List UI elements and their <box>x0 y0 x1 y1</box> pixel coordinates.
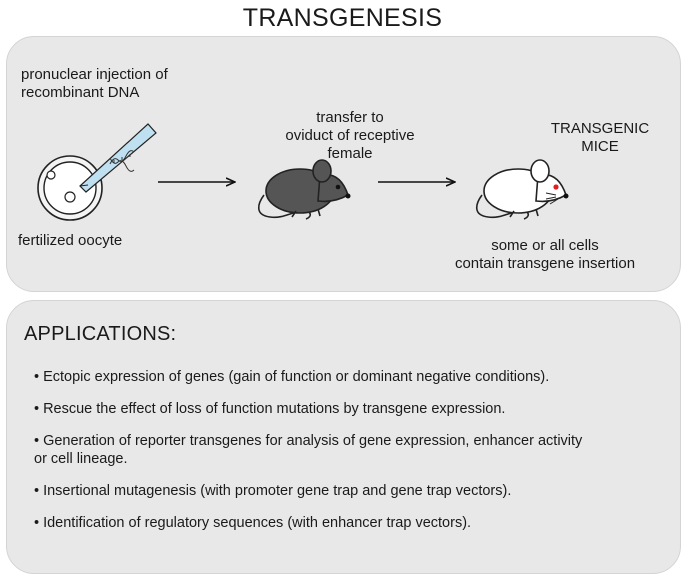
applications-heading: APPLICATIONS: <box>24 323 177 345</box>
injection-label-line: recombinant DNA <box>21 84 140 101</box>
pipette-icon <box>79 123 157 193</box>
process-diagram <box>37 123 569 221</box>
oocyte-icon <box>37 155 103 221</box>
list-item-text: Rescue the effect of loss of function mu… <box>43 401 506 417</box>
injection-label-line: pronuclear injection of <box>21 66 168 83</box>
mice-label-line: MICE <box>581 138 619 155</box>
dna-icon <box>109 150 135 172</box>
list-item-text: Identification of regulatory sequences (… <box>43 515 472 531</box>
list-item-text: Generation of reporter transgenes for an… <box>43 433 583 449</box>
transfer-label-line: transfer to <box>316 109 384 126</box>
mice-label-line: TRANSGENIC <box>550 120 650 137</box>
transfer-label-line: female <box>327 145 373 162</box>
applications-list: •Ectopic expression of genes (gain of fu… <box>34 368 674 546</box>
bullet: • <box>34 483 40 499</box>
transgenic-mouse-icon <box>475 159 569 220</box>
bullet: • <box>34 515 40 531</box>
cells-label-line: contain transgene insertion <box>454 255 636 272</box>
transfer-label: transfer to oviduct of receptive female <box>270 109 430 163</box>
transgene-insertion-label: some or all cells contain transgene inse… <box>435 237 655 273</box>
list-item-text: Insertional mutagenesis (with promoter g… <box>43 483 512 499</box>
bullet: • <box>34 401 40 417</box>
cells-label-line: some or all cells <box>491 237 599 254</box>
bullet: • <box>34 433 40 449</box>
list-item: •Rescue the effect of loss of function m… <box>34 400 674 418</box>
list-item-text: or cell lineage. <box>34 451 128 467</box>
list-item: •Identification of regulatory sequences … <box>34 514 674 532</box>
list-item: •Insertional mutagenesis (with promoter … <box>34 482 674 500</box>
receptive-female-mouse-icon <box>257 159 351 220</box>
page-title: TRANSGENESIS <box>242 4 443 32</box>
transgenic-mice-label: TRANSGENIC MICE <box>530 120 670 156</box>
oocyte-label: fertilized oocyte <box>18 232 123 249</box>
list-item-text: Ectopic expression of genes (gain of fun… <box>43 369 550 385</box>
list-item: •Generation of reporter transgenes for a… <box>34 432 674 468</box>
injection-label: pronuclear injection of recombinant DNA <box>21 66 168 102</box>
transfer-label-line: oviduct of receptive <box>285 127 415 144</box>
bullet: • <box>34 369 40 385</box>
list-item: •Ectopic expression of genes (gain of fu… <box>34 368 674 386</box>
applications-panel <box>6 300 681 574</box>
